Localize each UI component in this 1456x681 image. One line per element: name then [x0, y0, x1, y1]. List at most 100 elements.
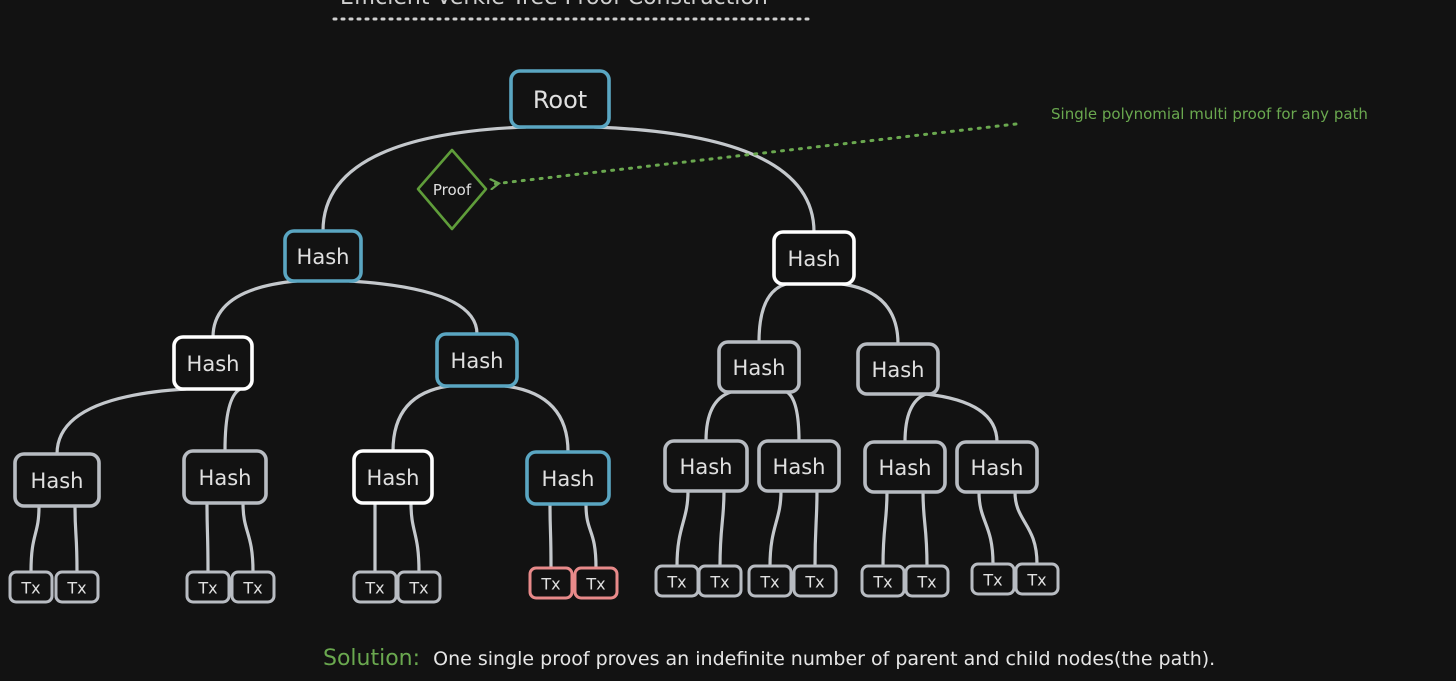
- root-node-box: [509, 69, 611, 129]
- tx-leaf-node-box: [697, 564, 743, 598]
- edge-h211-t10: [718, 489, 726, 568]
- tx-leaf-node-label: Tx: [585, 575, 605, 594]
- tx-leaf-node-label: Tx: [916, 573, 936, 592]
- solution-text: One single proof proves an indefinite nu…: [433, 648, 1215, 670]
- tx-leaf-node-box: [747, 564, 793, 598]
- root-node-label: Root: [533, 86, 587, 114]
- edge-h222-t16: [1013, 490, 1039, 566]
- tx-leaf-node-label: Tx: [709, 573, 729, 592]
- hash-node-label: Hash: [879, 456, 932, 480]
- hash-node-h22: Hash: [856, 342, 940, 396]
- hash-node-h212: Hash: [757, 439, 841, 493]
- hash-node-h211: Hash: [663, 439, 749, 493]
- edge-h2-h22: [840, 282, 900, 346]
- tx-leaf-node-box: [230, 570, 276, 604]
- annotation-text: Single polynomial multi proof for any pa…: [1051, 105, 1368, 123]
- tx-leaf-node-box: [528, 566, 574, 600]
- hash-node-label: Hash: [297, 245, 350, 269]
- hash-node-box: [283, 229, 363, 283]
- hash-node-h12: Hash: [435, 332, 519, 388]
- tx-leaf-node-label: Tx: [804, 573, 824, 592]
- edge-h212-t12: [813, 489, 819, 568]
- edge-h111-t2: [73, 504, 79, 574]
- hash-node-label: Hash: [680, 455, 733, 479]
- tx-leaf-node-t9: Tx: [654, 564, 700, 598]
- hash-node-label: Hash: [199, 466, 252, 490]
- hash-node-h11: Hash: [172, 335, 254, 391]
- tx-leaf-node-box: [185, 570, 231, 604]
- tx-leaf-node-t7: Tx: [528, 566, 574, 600]
- hash-node-box: [772, 230, 856, 286]
- tx-leaf-node-label: Tx: [1026, 571, 1046, 590]
- tx-leaf-node-t16: Tx: [1014, 562, 1060, 596]
- edge-h212-t11: [768, 489, 783, 568]
- tx-leaf-node-label: Tx: [197, 579, 217, 598]
- hash-node-h112: Hash: [182, 449, 268, 505]
- tx-leaf-node-label: Tx: [872, 573, 892, 592]
- tx-leaf-node-t11: Tx: [747, 564, 793, 598]
- hash-node-box: [757, 439, 841, 493]
- proof-label: Proof: [433, 181, 472, 199]
- hash-node-box: [352, 449, 434, 505]
- solution-label: Solution:: [323, 646, 420, 671]
- edge-h11-h111: [55, 387, 188, 456]
- tx-leaf-node-label: Tx: [666, 573, 686, 592]
- tx-leaf-node-t3: Tx: [185, 570, 231, 604]
- tx-leaf-node-box: [860, 564, 906, 598]
- tx-leaf-node-t6: Tx: [396, 570, 442, 604]
- tx-leaf-node-t12: Tx: [792, 564, 838, 598]
- tx-leaf-node-t2: Tx: [54, 570, 100, 604]
- hash-node-label: Hash: [872, 358, 925, 382]
- hash-node-label: Hash: [773, 455, 826, 479]
- edge-h122-t7: [548, 502, 553, 570]
- hash-node-label: Hash: [733, 356, 786, 380]
- edge-root-h2: [592, 125, 816, 234]
- hash-node-h221: Hash: [863, 440, 947, 494]
- tx-leaf-node-t13: Tx: [860, 564, 906, 598]
- root-node-root: Root: [509, 69, 611, 129]
- hash-node-label: Hash: [367, 466, 420, 490]
- solution-line: Solution: One single proof proves an ind…: [323, 646, 1215, 671]
- tree-edges: [29, 125, 1039, 574]
- tx-leaf-node-box: [8, 570, 54, 604]
- edge-h22-h222: [924, 392, 999, 444]
- tx-leaf-node-t5: Tx: [352, 570, 398, 604]
- hash-node-label: Hash: [451, 349, 504, 373]
- hash-node-box: [172, 335, 254, 391]
- tx-leaf-node-box: [573, 566, 619, 600]
- hash-node-h111: Hash: [13, 452, 101, 508]
- tx-leaf-node-box: [904, 564, 950, 598]
- edge-h112-t4: [241, 501, 255, 574]
- hash-node-box: [435, 332, 519, 388]
- tx-leaf-node-t14: Tx: [904, 564, 950, 598]
- hash-node-h222: Hash: [955, 440, 1039, 494]
- tx-leaf-node-label: Tx: [20, 579, 40, 598]
- tx-leaf-node-label: Tx: [364, 579, 384, 598]
- tx-leaf-node-box: [54, 570, 100, 604]
- proof-node: Proof: [416, 148, 488, 231]
- hash-node-h1: Hash: [283, 229, 363, 283]
- tx-leaf-node-t8: Tx: [573, 566, 619, 600]
- hash-node-box: [955, 440, 1039, 494]
- edge-h2-h21: [757, 282, 788, 344]
- edge-h11-h112: [223, 387, 242, 453]
- proof-diamond: [416, 148, 488, 231]
- hash-node-box: [182, 449, 268, 505]
- edge-h211-t9: [675, 489, 690, 568]
- hash-node-h21: Hash: [717, 340, 801, 394]
- hash-node-h122: Hash: [525, 450, 611, 506]
- edge-h221-t13: [881, 490, 889, 568]
- edge-h221-t14: [921, 490, 929, 568]
- tx-leaf-node-label: Tx: [408, 579, 428, 598]
- annotation-arrow: [493, 122, 1018, 184]
- tx-leaf-node-label: Tx: [66, 579, 86, 598]
- hash-node-h121: Hash: [352, 449, 434, 505]
- edge-h112-t3: [205, 501, 210, 574]
- hash-node-box: [856, 342, 940, 396]
- diagram-title: Efficient Verkle Tree Proof Construction: [340, 0, 768, 10]
- edge-h222-t15: [977, 490, 995, 566]
- tx-leaf-node-label: Tx: [982, 571, 1002, 590]
- tx-leaf-node-t1: Tx: [8, 570, 54, 604]
